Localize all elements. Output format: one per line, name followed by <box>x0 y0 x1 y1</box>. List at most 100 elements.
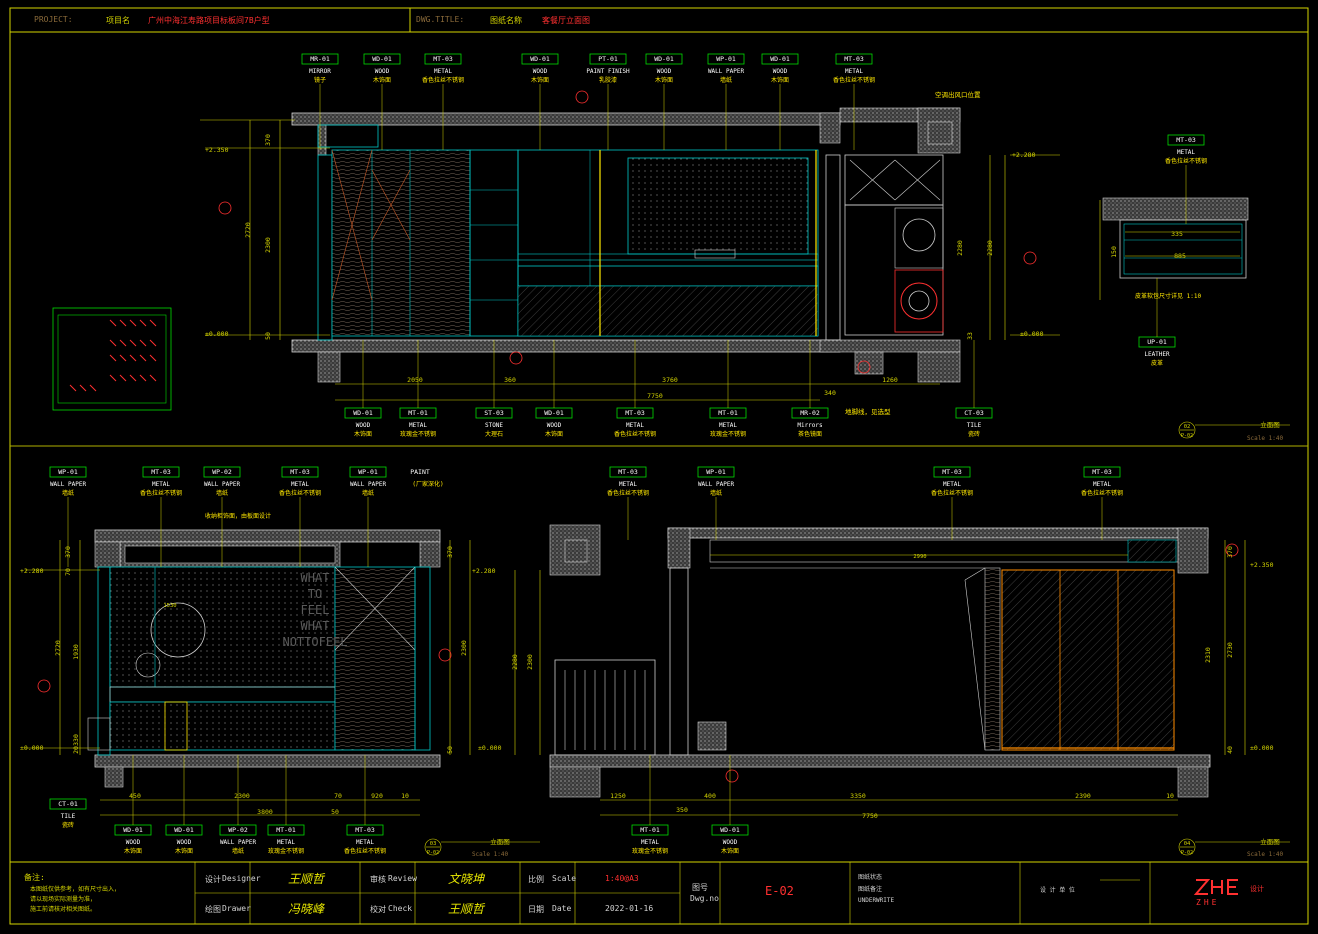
e03-bottom-tag-2-cn: 墙纸 <box>232 847 244 855</box>
e02-top-tag-4-cn: 乳胶漆 <box>599 76 617 84</box>
dwg-title-cn-label: 图纸名称 <box>490 16 522 25</box>
detail-bottom-tag-cn: 皮革 <box>1151 359 1163 367</box>
e02-top-tag-3-en: WOOD <box>533 68 548 75</box>
e03-title: 立面图 <box>490 837 510 846</box>
e02-top-tag-5-en: WOOD <box>657 68 672 75</box>
e02-bottom-tag-7-cn: 瓷砖 <box>968 430 980 438</box>
e04-top-tag-2-box <box>933 466 971 478</box>
e02-bottom-tag-1-code: MT-01 <box>408 409 428 417</box>
dwg-title: 客餐厅立面图 <box>542 16 590 25</box>
e02-bottom-tag-4-cn: 香色拉丝不锈钢 <box>614 430 656 438</box>
e02-hdim-5: 1260 <box>882 376 898 384</box>
e03-bottom-tag-3-en: METAL <box>277 839 295 846</box>
e04-top-tag-1-code: WP-01 <box>706 468 726 476</box>
e02-bottom-tag-0-cn: 木饰面 <box>354 430 372 438</box>
dwg-title-label: DWG.TITLE: <box>416 15 465 24</box>
e03-bottom-tag-4-code: MT-03 <box>355 826 375 834</box>
e02-top-tag-6-code: WP-01 <box>716 55 736 63</box>
e02-note-ceiling: 空调出风口位置 <box>935 90 981 99</box>
project-name: 广州中海江寿路项目标板间7B户型 <box>148 16 270 25</box>
e03-top-tag-3-box <box>281 466 319 478</box>
e03-vdim-0: 370 <box>64 546 72 558</box>
e03-bottom-tag-0-en: WOOD <box>126 839 141 846</box>
e02-bottom-tag-5-en: METAL <box>719 422 737 429</box>
e03-top-tag-2-box <box>203 466 241 478</box>
date-cn: 日期 <box>528 905 544 914</box>
e03-vdim-2: 2720 <box>54 640 62 656</box>
e03-bottom-tag-3-cn: 玫瑰金不锈钢 <box>268 847 304 855</box>
e04-top-tag-0-en: METAL <box>619 481 637 488</box>
e03-bottom-tag-1-code: WD-01 <box>174 826 194 834</box>
e03-bottom-tag-4-en: METAL <box>356 839 374 846</box>
elevation-02 <box>200 90 1060 401</box>
e04-level-bottom-right: ±0.000 <box>1250 744 1274 752</box>
e02-top-tag-7-en: WOOD <box>773 68 788 75</box>
e02-bottom-tag-2-en: STONE <box>485 422 503 429</box>
design-cn: 设计 <box>205 875 221 884</box>
e04-top-tag-1-box <box>697 466 735 478</box>
e03-left-tag-cn: 瓷砖 <box>62 821 74 829</box>
review-cn: 审核 <box>370 875 386 884</box>
e02-vdim-1: 2720 <box>244 222 252 238</box>
detail-section <box>1099 197 1249 300</box>
e02-top-tag-2-box <box>424 53 462 65</box>
e02-hdim-2: 3760 <box>662 376 678 384</box>
e02-hdim-3: 7750 <box>647 392 663 400</box>
e02-top-tag-8-code: MT-03 <box>844 55 864 63</box>
e03-hdim-0: 450 <box>129 792 141 800</box>
elevation-03 <box>25 529 471 816</box>
detail-top-tag-code: MT-03 <box>1176 136 1196 144</box>
e02-top-tag-6-box <box>707 53 745 65</box>
e03-vdim-1: 70 <box>64 568 72 576</box>
e04-top-tag-2-cn: 香色拉丝不锈钢 <box>931 489 973 497</box>
e04-hdim-4: 2390 <box>1075 792 1091 800</box>
company-sub: 设 计 单 位 <box>1040 887 1075 894</box>
e03-top-tag-2-code: WP-02 <box>212 468 232 476</box>
e02-top-tag-3-box <box>521 53 559 65</box>
e03-vdim-8: 50 <box>446 746 454 754</box>
date-en: Date <box>552 904 572 913</box>
e03-bottom-tag-4-cn: 香色拉丝不锈钢 <box>344 847 386 855</box>
e04-level-top-right: +2.350 <box>1250 561 1274 569</box>
e03-inner-dim: 1530 <box>163 603 176 609</box>
e02-bottom-tag-5-cn: 玫瑰金不锈钢 <box>710 430 746 438</box>
detail-dim-2: 150 <box>1110 246 1118 258</box>
dwg-no-value: E-02 <box>765 884 794 898</box>
e03-top-tag-0-box <box>49 466 87 478</box>
e03-top-tag-1-en: METAL <box>152 481 170 488</box>
e03-top-tag-4-en: WALL PAPER <box>350 481 387 488</box>
e02-level-top-right: +2.280 <box>1012 151 1036 159</box>
e04-vdim-2: 2310 <box>1204 647 1212 663</box>
draw-sign: 冯晓峰 <box>288 902 325 916</box>
logo-sub: 设计 <box>1250 885 1264 893</box>
review-sign: 文晓坤 <box>448 872 485 886</box>
e04-hdim-5: 10 <box>1166 792 1174 800</box>
e02-bottom-tag-4-code: MT-03 <box>625 409 645 417</box>
e02-top-tag-4-en: PAINT FINISH <box>586 68 630 75</box>
e03-wall-text-3: WHAT <box>301 619 330 633</box>
e04-top-tag-1-cn: 墙纸 <box>710 489 722 497</box>
date-value: 2022-01-16 <box>605 904 654 913</box>
e03-top-tag-1-code: MT-03 <box>151 468 171 476</box>
e03-hdim-3: 920 <box>371 792 383 800</box>
e02-bottom-tag-3-cn: 木饰面 <box>545 430 563 438</box>
status-en: UNDERWRITE <box>858 897 895 904</box>
e02-vdim-0: 370 <box>264 134 272 146</box>
e02-title: 立面图 <box>1260 420 1280 429</box>
e03-note: 收纳柜饰面，由板面设计 <box>205 512 271 520</box>
e02-top-tag-5-cn: 木饰面 <box>655 76 673 84</box>
e04-top-tag-0-code: MT-03 <box>618 468 638 476</box>
status-cn-2: 图纸备注 <box>858 886 883 893</box>
note-line-1: 本图纸仅供参考，如有尺寸出入， <box>30 886 121 893</box>
e02-top-tag-7-box <box>761 53 799 65</box>
e02-bottom-tag-3-code: WD-01 <box>544 409 564 417</box>
e04-code: 04 <box>1184 841 1191 847</box>
e03-top-tag-0-code: WP-01 <box>58 468 78 476</box>
view-title-bubbles <box>424 421 1290 856</box>
e02-top-tag-6-en: WALL PAPER <box>708 68 745 75</box>
e02-bottom-tag-4-en: METAL <box>626 422 644 429</box>
e03-bottom-tag-1-cn: 木饰面 <box>175 847 193 855</box>
e02-bottom-tag-1-en: METAL <box>409 422 427 429</box>
e04-bottom-tag-1-cn: 木饰面 <box>721 847 739 855</box>
